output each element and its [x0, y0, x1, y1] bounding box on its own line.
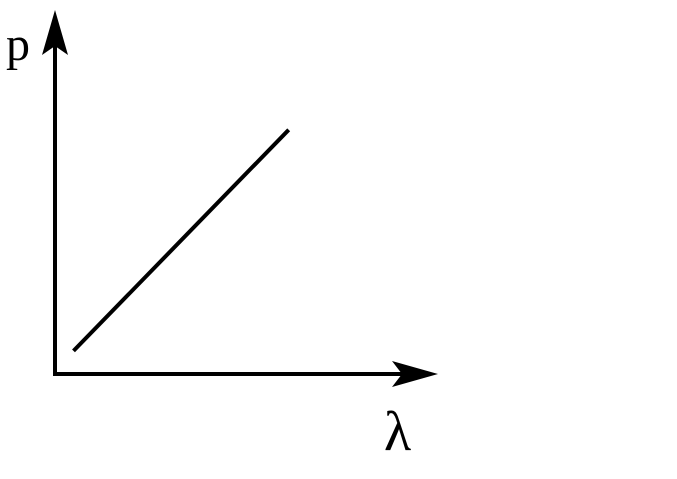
series-line-1 — [72, 128, 291, 353]
y-axis-arrowhead — [42, 10, 68, 55]
y-axis: p — [6, 10, 68, 376]
x-axis: λ — [53, 361, 438, 463]
y-axis-label: p — [6, 18, 30, 71]
x-axis-arrowhead — [392, 361, 438, 387]
x-axis-label: λ — [384, 401, 411, 463]
series-layer — [72, 128, 291, 353]
